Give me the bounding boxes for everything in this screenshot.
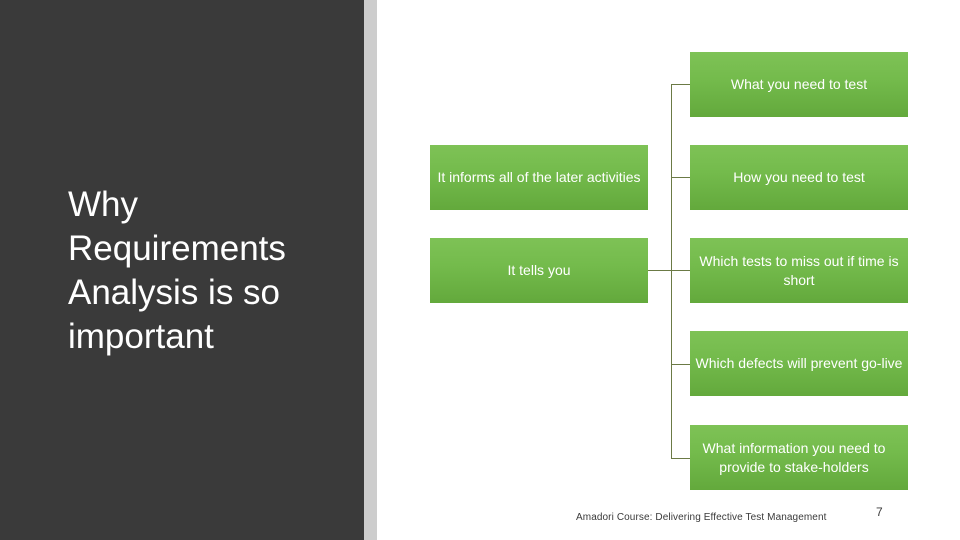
connector-branch-2 (671, 177, 691, 178)
diagram-node-label: It tells you (507, 262, 571, 278)
diagram-node-label: Which tests to miss out if time is short (699, 252, 899, 288)
connector-branch-1 (671, 84, 691, 85)
diagram-node-right-5[interactable]: What information you need to provide to … (690, 425, 908, 490)
diagram-node-label: How you need to test (733, 169, 865, 185)
page-number: 7 (876, 505, 883, 519)
diagram-node-label: Which defects will prevent go-live (695, 355, 903, 371)
title-panel-edge (364, 0, 377, 540)
diagram-node-label: What you need to test (730, 76, 868, 92)
page-title: Why Requirements Analysis is so importan… (68, 185, 286, 356)
diagram-node-label: It informs all of the later activities (437, 169, 641, 185)
diagram-node-left-2[interactable]: It tells you (430, 238, 648, 303)
footer-course-text: Amadori Course: Delivering Effective Tes… (576, 512, 827, 523)
connector-branch-3 (671, 270, 691, 271)
diagram-node-label: What information you need to provide to … (702, 439, 886, 475)
connector-stub-from-it-tells-you (648, 270, 672, 271)
diagram-node-right-3[interactable]: Which tests to miss out if time is short (690, 238, 908, 303)
diagram-canvas: It informs all of the later activities I… (377, 0, 960, 540)
diagram-node-left-1[interactable]: It informs all of the later activities (430, 145, 648, 210)
diagram-node-right-4[interactable]: Which defects will prevent go-live (690, 331, 908, 396)
diagram-node-right-1[interactable]: What you need to test (690, 52, 908, 117)
diagram-node-right-2[interactable]: How you need to test (690, 145, 908, 210)
title-panel (0, 0, 364, 540)
connector-branch-5 (671, 458, 691, 459)
connector-branch-4 (671, 364, 691, 365)
connector-trunk-vertical (671, 84, 672, 458)
